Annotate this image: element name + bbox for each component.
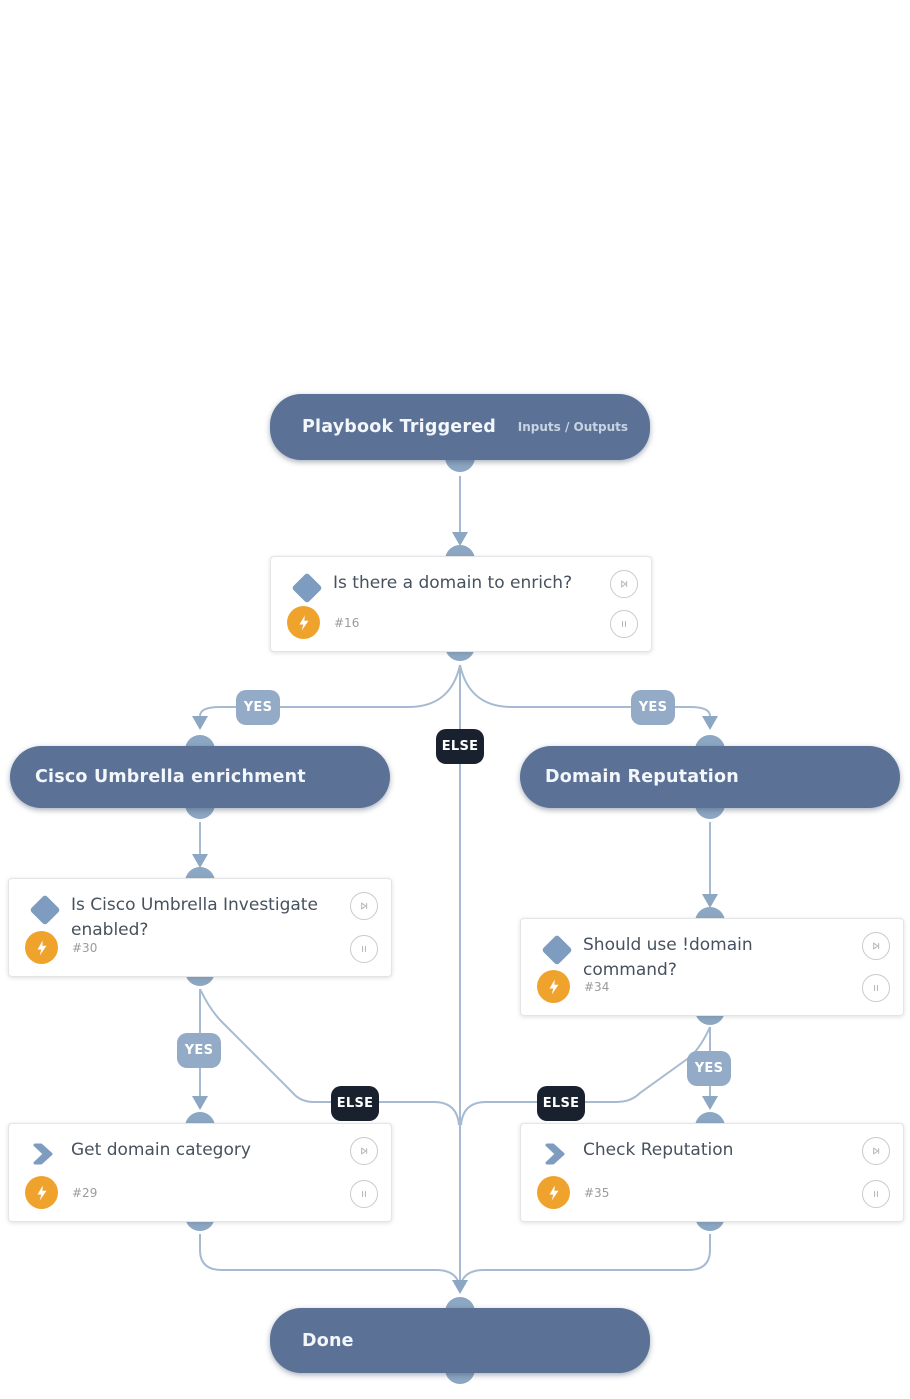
branch-label-else-cond34[interactable]: ELSE: [537, 1086, 585, 1121]
automation-bolt-icon: [287, 606, 320, 639]
automation-bolt-icon: [537, 970, 570, 1003]
node-title: Domain Reputation: [545, 767, 739, 787]
task-card-get-domain-category[interactable]: Get domain category #29: [8, 1123, 392, 1222]
edge-task35-done: [461, 1234, 711, 1282]
task-title: Get domain category: [71, 1140, 251, 1160]
skip-task-button[interactable]: [350, 1137, 378, 1165]
pause-task-button[interactable]: [610, 610, 638, 638]
automation-bolt-icon: [25, 1176, 58, 1209]
skip-task-button[interactable]: [610, 570, 638, 598]
task-number: #34: [584, 980, 610, 994]
automation-bolt-icon: [537, 1176, 570, 1209]
skip-icon: [873, 942, 880, 950]
skip-task-button[interactable]: [862, 932, 890, 960]
task-title: Is there a domain to enrich?: [333, 573, 573, 593]
task-card-is-cisco-umbrella-investigate-enabled[interactable]: Is Cisco Umbrella Investigate enabled? #…: [8, 878, 392, 977]
edge-task29-done: [199, 1234, 459, 1282]
edge-cond16-yes-left: [199, 664, 461, 717]
pause-icon: [874, 985, 878, 991]
node-cisco-umbrella-enrichment[interactable]: Cisco Umbrella enrichment: [10, 746, 390, 808]
node-domain-reputation[interactable]: Domain Reputation: [520, 746, 900, 808]
arrowheads: [192, 532, 718, 1294]
pause-icon: [874, 1191, 878, 1197]
pause-icon: [362, 1191, 366, 1197]
task-title: Is Cisco Umbrella Investigate enabled?: [71, 895, 318, 940]
node-title: Done: [302, 1330, 354, 1351]
condition-diamond-icon: [291, 572, 323, 604]
skip-icon: [361, 902, 368, 910]
task-number: #16: [334, 616, 360, 630]
task-number: #35: [584, 1186, 610, 1200]
branch-label-yes-cond34[interactable]: YES: [687, 1051, 731, 1086]
inputs-outputs-link[interactable]: Inputs / Outputs: [517, 420, 628, 434]
skip-icon: [621, 580, 628, 588]
skip-task-button[interactable]: [862, 1137, 890, 1165]
task-title: Check Reputation: [583, 1140, 734, 1160]
action-chevron-icon: [33, 1143, 53, 1165]
pause-task-button[interactable]: [350, 1180, 378, 1208]
branch-label-yes-left[interactable]: YES: [236, 690, 280, 725]
condition-diamond-icon: [29, 894, 61, 926]
task-card-is-there-a-domain-to-enrich[interactable]: Is there a domain to enrich? #16: [270, 556, 652, 652]
node-playbook-triggered[interactable]: Playbook Triggered Inputs / Outputs: [270, 394, 650, 460]
skip-task-button[interactable]: [350, 892, 378, 920]
pause-task-button[interactable]: [350, 935, 378, 963]
action-chevron-icon: [545, 1143, 565, 1165]
pause-icon: [622, 621, 626, 627]
pause-icon: [362, 946, 366, 952]
pause-task-button[interactable]: [862, 1180, 890, 1208]
task-title: Should use !domain command?: [583, 935, 753, 980]
node-done[interactable]: Done: [270, 1308, 650, 1373]
branch-label-else-center[interactable]: ELSE: [436, 729, 484, 764]
branch-label-yes-right[interactable]: YES: [631, 690, 675, 725]
edge-cond34-else: [460, 1026, 711, 1126]
task-card-check-reputation[interactable]: Check Reputation #35: [520, 1123, 904, 1222]
node-title: Cisco Umbrella enrichment: [35, 767, 306, 787]
pause-task-button[interactable]: [862, 974, 890, 1002]
task-number: #29: [72, 1186, 98, 1200]
branch-label-else-cond30[interactable]: ELSE: [331, 1086, 379, 1121]
skip-icon: [873, 1147, 880, 1155]
skip-icon: [361, 1147, 368, 1155]
task-card-should-use-domain-command[interactable]: Should use !domain command? #34: [520, 918, 904, 1016]
node-title: Playbook Triggered: [302, 417, 496, 437]
condition-diamond-icon: [541, 934, 573, 966]
task-number: #30: [72, 941, 98, 955]
edge-cond16-yes-right: [459, 664, 711, 717]
edge-cond30-else: [199, 988, 460, 1126]
branch-label-yes-cond30[interactable]: YES: [177, 1033, 221, 1068]
automation-bolt-icon: [25, 931, 58, 964]
